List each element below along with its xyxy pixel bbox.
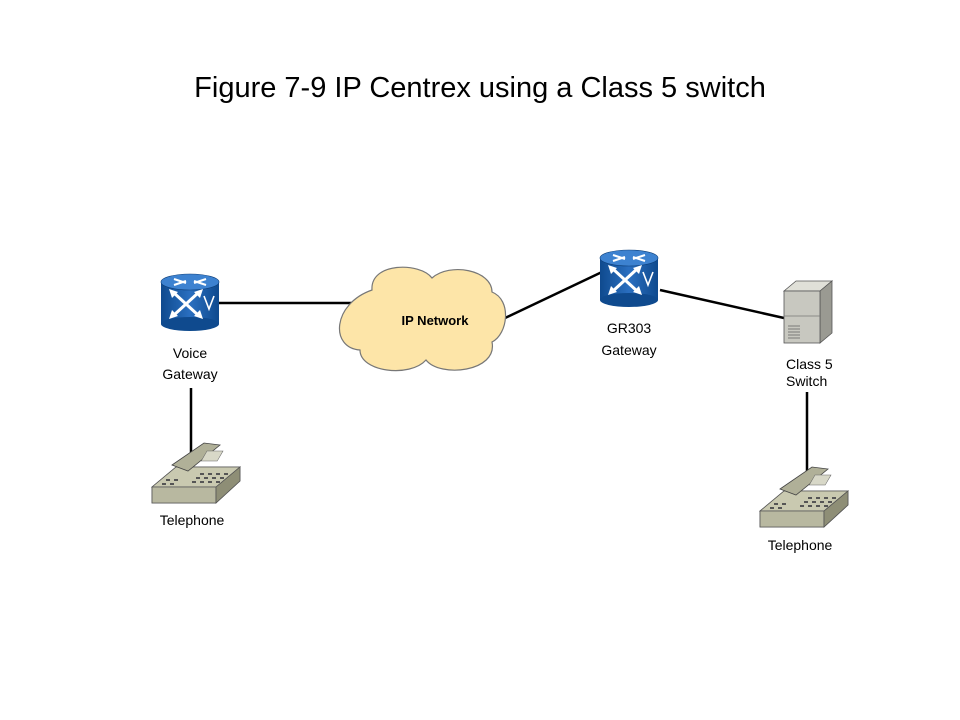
gr303-gateway-router-icon bbox=[598, 248, 660, 309]
figure-title: Figure 7-9 IP Centrex using a Class 5 sw… bbox=[194, 72, 766, 104]
gr303-gateway-label-line1: GR303 bbox=[607, 320, 652, 336]
gr303-gateway-label-line2: Gateway bbox=[601, 342, 656, 358]
telephone-right-icon bbox=[759, 466, 849, 528]
cloud-icon bbox=[338, 266, 507, 372]
switch-icon bbox=[782, 280, 834, 344]
ip-network-label: IP Network bbox=[402, 313, 470, 328]
class5-switch-label-line2: Switch bbox=[786, 373, 827, 389]
telephone-left-icon bbox=[151, 442, 241, 504]
telephone-right-label: Telephone bbox=[768, 537, 833, 553]
voice-gateway-router-icon bbox=[159, 272, 221, 333]
link-gr303-class5 bbox=[659, 288, 785, 320]
link-ip-network-gr303 bbox=[504, 270, 603, 320]
voice-gateway-label-line1: Voice bbox=[173, 345, 207, 361]
voice-gateway-label-line2: Gateway bbox=[162, 366, 217, 382]
telephone-left-label: Telephone bbox=[160, 512, 225, 528]
class5-switch-label-line1: Class 5 bbox=[786, 356, 833, 372]
